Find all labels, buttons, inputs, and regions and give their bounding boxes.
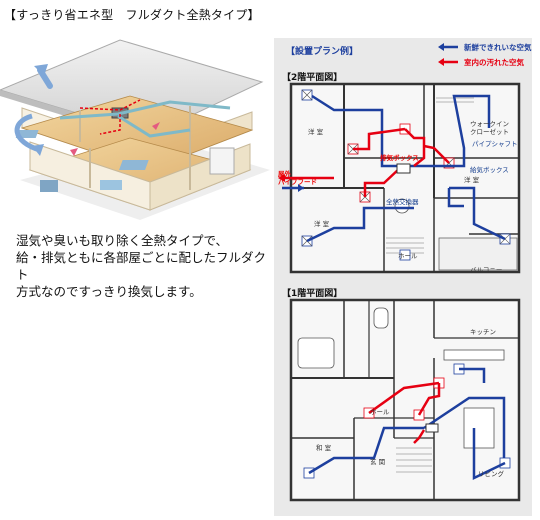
outdoor-hood-label-line2: パイプフード (278, 178, 317, 186)
room-western-1: 洋 室 (308, 128, 324, 136)
floor1-plan (289, 298, 521, 502)
legend-fresh-arrow (438, 43, 458, 51)
pipe-shaft-label: パイプシャフト (472, 140, 518, 148)
supply-box-label: 給気ボックス (470, 166, 509, 174)
heat-exchanger-label: 全熱交換器 (386, 198, 419, 206)
floor-plan-drawing (278, 43, 521, 502)
description-line: 湿気や臭いも取り除く全熱タイプで、 (16, 233, 229, 248)
room-western-2: 洋 室 (464, 176, 480, 184)
legend-fresh-label: 新鮮できれいな空気 (464, 43, 532, 52)
room-living: リビング (478, 470, 504, 478)
room-closet: クローゼット (470, 128, 509, 136)
description-line: 給・排気ともに各部屋ごとに配したフルダクト (16, 250, 267, 282)
floor2-plan (278, 82, 521, 274)
room-japanese: 和 室 (316, 444, 332, 452)
plan-title: 【設置プラン例】 (286, 47, 359, 57)
legend-dirty-arrow (438, 58, 458, 66)
floor2-title: 【2階平面図】 (282, 73, 343, 83)
house-illustration (0, 39, 270, 220)
description-line: 方式なのですっきり換気します。 (16, 284, 202, 299)
installation-plan-panel: 【設置プラン例】 新鮮できれいな空気 室内の汚れた空気 【2階平面図】 洋 室 … (274, 38, 532, 516)
room-hall-1f: ホール (370, 408, 390, 416)
room-hall-2f: ホール (398, 252, 418, 260)
room-entrance: 玄 関 (370, 458, 386, 466)
room-balcony: バルコニー (470, 266, 503, 274)
page-heading: 【すっきり省エネ型 フルダクト全熱タイプ】 (4, 8, 260, 22)
description: 湿気や臭いも取り除く全熱タイプで、 給・排気ともに各部屋ごとに配したフルダクト … (16, 232, 266, 300)
room-walkin: ウォークイン (470, 120, 509, 128)
room-western-3: 洋 室 (314, 220, 330, 228)
room-kitchen: キッチン (470, 328, 496, 336)
exhaust-box-label: 排気ボックス (380, 154, 419, 162)
legend-dirty-label: 室内の汚れた空気 (464, 58, 524, 67)
floor1-title: 【1階平面図】 (282, 289, 343, 299)
outdoor-hood-label-line1: 屋外 (278, 170, 291, 178)
